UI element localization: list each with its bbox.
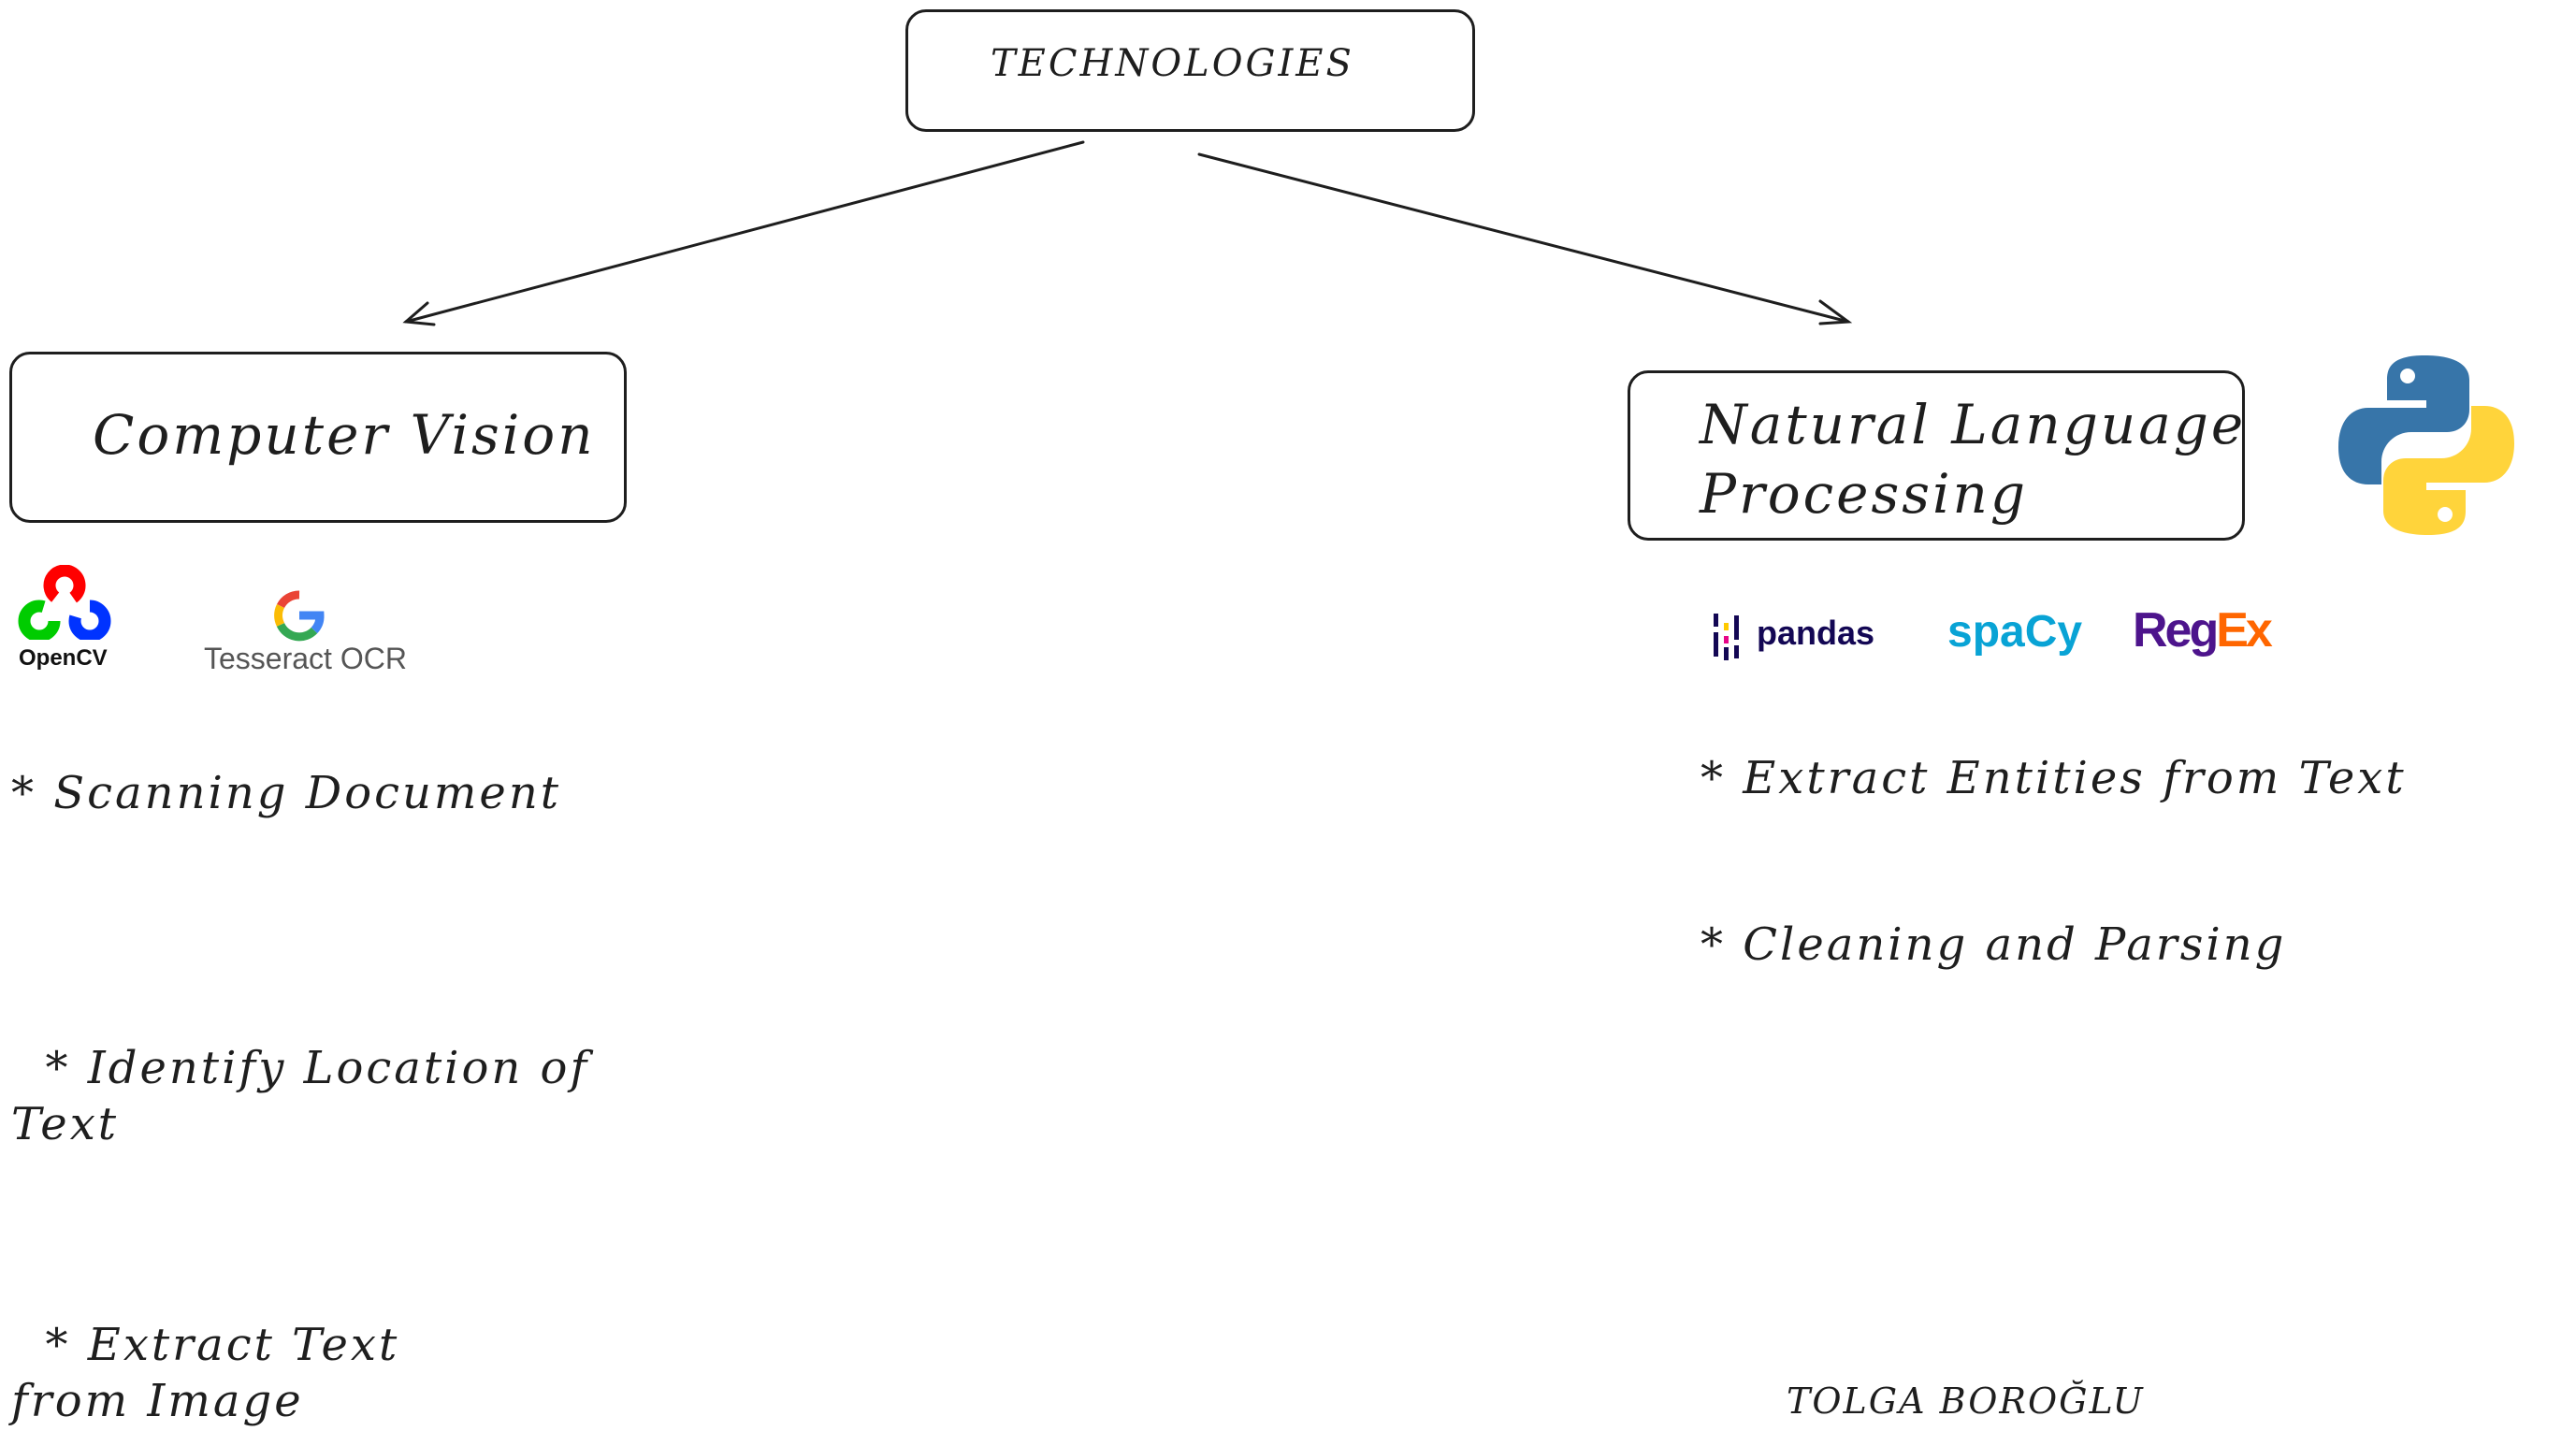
- arrow-to-nlp: [1197, 152, 1850, 324]
- bullet-marker: *: [45, 1319, 71, 1371]
- arrow-to-computer-vision: [404, 140, 1085, 324]
- cv-item-text: Identify Location of Text: [11, 1042, 590, 1150]
- cv-item-extract: * Extract Text from Image: [11, 1261, 399, 1429]
- computer-vision-node[interactable]: Computer Vision: [9, 352, 627, 523]
- bullet-marker: *: [45, 1042, 71, 1094]
- python-icon: [2338, 355, 2514, 535]
- nlp-node[interactable]: Natural Language Processing: [1628, 370, 2245, 541]
- bullet-marker: *: [1700, 752, 1726, 804]
- cv-item-text: Extract Text from Image: [11, 1319, 400, 1427]
- pandas-label: pandas: [1757, 614, 1875, 652]
- nlp-item-cleaning: * Cleaning and Parsing: [1700, 917, 2286, 973]
- pandas-icon: [1714, 614, 1739, 660]
- regex-label-ex: Ex: [2216, 603, 2273, 658]
- technologies-label: TECHNOLOGIES: [991, 42, 1354, 85]
- spacy-logo: spaCy: [1947, 607, 2083, 657]
- opencv-label: OpenCV: [19, 645, 108, 671]
- computer-vision-title: Computer Vision: [93, 403, 596, 467]
- nlp-item-text: Extract Entities from Text: [1743, 752, 2407, 804]
- regex-label: RegEx: [2133, 603, 2273, 658]
- pandas-logo: pandas: [1710, 610, 1897, 662]
- tesseract-label: Tesseract OCR: [204, 642, 407, 675]
- arrowhead-nlp: [1818, 299, 1853, 325]
- technologies-node[interactable]: TECHNOLOGIES: [905, 9, 1475, 132]
- cv-item-scanning: * Scanning Document: [11, 765, 561, 821]
- arrowhead-computer-vision: [402, 301, 436, 326]
- cv-item-identify: * Identify Location of Text: [11, 984, 589, 1152]
- opencv-logo: OpenCV: [17, 564, 114, 675]
- cv-item-text: Scanning Document: [53, 767, 562, 819]
- regex-logo: RegEx: [2133, 602, 2273, 658]
- nlp-item-entities: * Extract Entities from Text: [1700, 750, 2407, 806]
- bullet-marker: *: [11, 767, 36, 819]
- regex-label-reg: Reg: [2133, 603, 2219, 658]
- opencv-icon: [18, 564, 111, 643]
- author-signature: TOLGA BOROĞLU: [1787, 1380, 2145, 1422]
- bullet-marker: *: [1700, 918, 1726, 971]
- nlp-title: Natural Language Processing: [1700, 393, 2247, 526]
- tesseract-logo: Tesseract OCR: [198, 587, 407, 681]
- nlp-item-text: Cleaning and Parsing: [1743, 918, 2287, 971]
- google-g-icon: [274, 590, 325, 642]
